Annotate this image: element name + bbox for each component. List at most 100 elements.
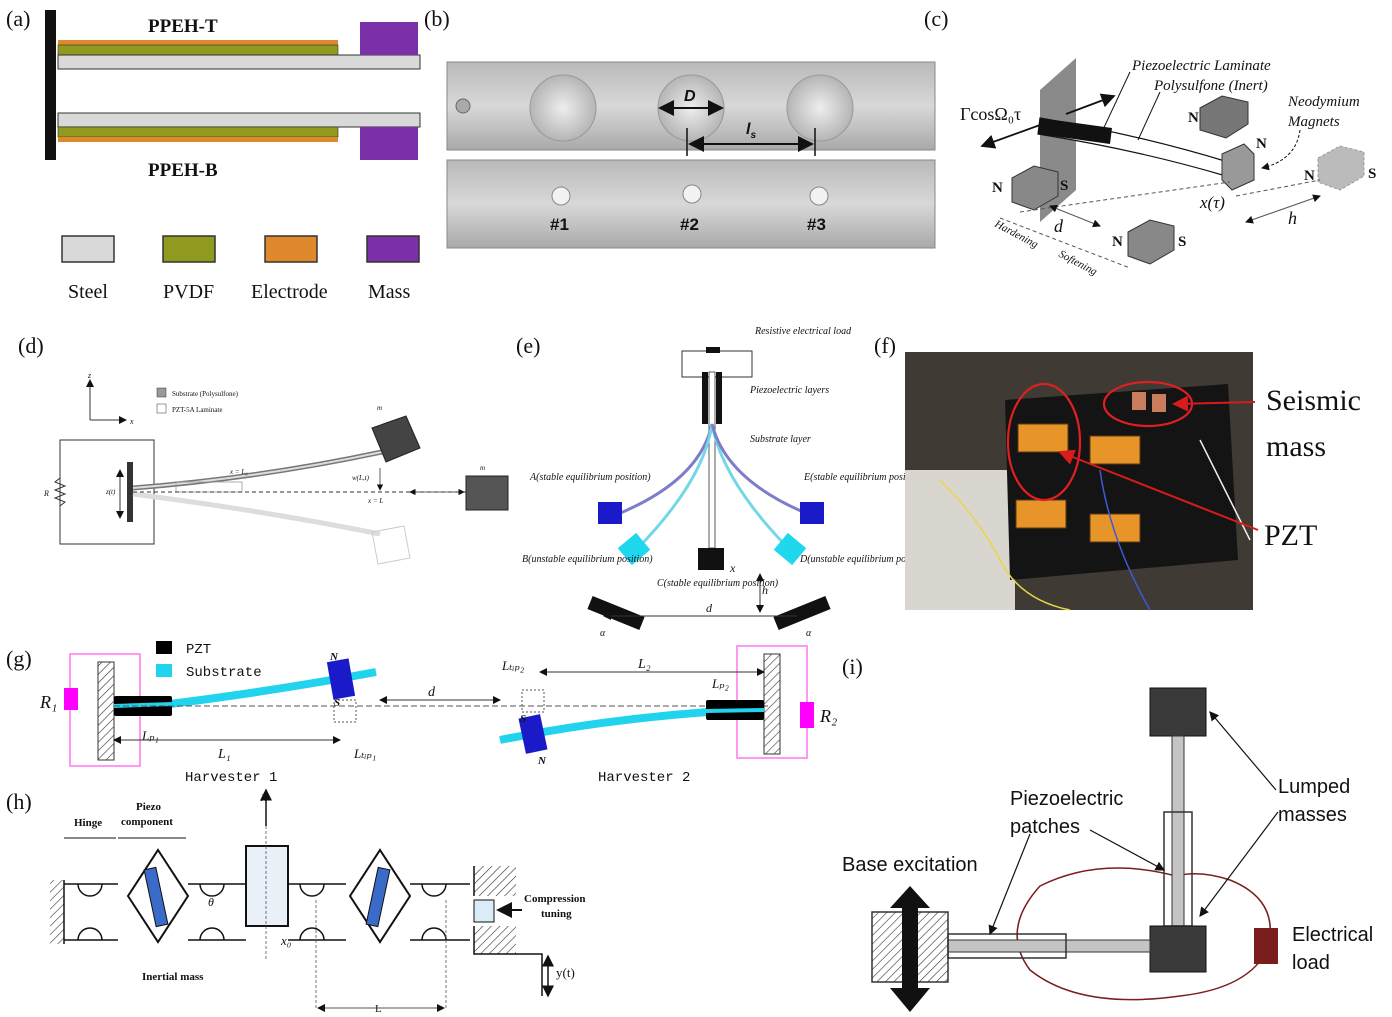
x-label-e: x [729,561,736,575]
hardening-line [999,217,1131,269]
load-wire [1016,867,1272,1001]
patch-arrow-1 [1089,829,1166,871]
load-resistor [706,347,720,353]
sensor-dot-2 [682,184,702,204]
resistor [53,477,67,507]
load-label-e: Resistive electrical load [754,326,852,337]
ltip1-label: Lₜᵢₚ₁ [353,746,376,761]
pos-b-label: B(unstable equilibrium position) [522,554,653,565]
panel-a: PPEH-T PPEH-B Steel PVDF Electrode Mass [45,10,421,303]
legend-label-mass: Mass [368,281,410,303]
force-arrow-right [1065,93,1116,115]
tip-magnet [1221,143,1255,191]
legend-pzt-g: PZT [186,642,211,658]
legend-swatch-substrate [156,387,167,398]
base-excitation-arrow-i [890,886,930,1012]
resistor-r2 [800,702,814,728]
piezo-layers-label: Piezoelectric layers [749,385,829,396]
force-arrow-left [980,124,1041,149]
plate-screw [455,98,471,114]
lumped-label-1: Lumped [1278,776,1350,798]
softening-label: Softening [1057,248,1100,278]
horizontal-beam [947,939,1151,953]
sensor-dot-3 [809,186,829,206]
pole-n-bottom: N [1112,234,1123,250]
magnet-right [1317,145,1365,191]
pole-n-tip: N [1256,136,1267,152]
electrical-load-box [1254,928,1278,964]
tip-mass-top [360,22,418,55]
d-label-g: d [428,685,436,700]
inertial-mass-label: Inertial mass [142,971,204,983]
support-top [474,866,516,896]
panel-b: D ls #1 #2 #3 [446,61,936,249]
theta-label: θ [208,895,214,909]
piezo-layer-right [716,372,722,424]
beam-deflected [132,449,383,491]
substrate-core-2 [705,708,765,713]
pzt-patch-2 [1089,435,1141,465]
pole-s-right: S [1368,166,1376,182]
h-arrow [1245,194,1321,224]
seismic-label-1: Seismic [1266,384,1361,417]
lumped-arrow-1 [1209,711,1277,791]
clamp-wall [45,10,56,160]
hinge-4 [421,883,447,941]
photo-wire-3 [1199,439,1251,541]
seismic-mass-1 [1132,392,1146,410]
diameter-label: D [684,88,696,105]
photo-wire-2 [1099,469,1151,611]
force-label: ΓcosΩ₀τ [960,104,1021,124]
w-label: w(L,t) [352,474,370,482]
pzt-patch-3 [1015,499,1067,529]
load-label-2: load [1292,952,1330,974]
y-label-h: y(t) [556,965,575,980]
panel-label-a: (a) [6,6,30,31]
spacing-label: ls [746,121,756,141]
fixed-mass-label: m [480,464,485,472]
panel-h: Hinge Piezo component x θ x₀ Inertial ma… [50,788,586,1015]
tip-ghost-1 [333,699,357,723]
panel-g: PZT Substrate R₁ N S L₁ Lₚ₁ Lₜᵢₚ₁ d Harv… [39,641,837,786]
d-arrow [1049,204,1101,228]
patch-arrow-2 [988,833,1031,936]
sensor-label-2: #2 [680,215,699,234]
pole-n-right: N [1304,168,1315,184]
tip-mass-ghost [371,525,411,565]
piezo-layer-left [702,372,708,424]
hinge-frame-3 [288,883,346,941]
pole-n-top: N [1188,110,1199,126]
l2-label: L₂ [637,657,651,672]
piezo-label-2: component [121,816,173,828]
tip-ghost-2 [521,689,545,713]
piezo-label-1: Piezo [136,801,162,813]
pzt-patch-1 [1017,423,1069,453]
ppeh-t-label: PPEH-T [148,16,218,37]
panel-label-f: (f) [874,333,896,358]
hinge-frame-2 [188,883,246,941]
hinge-3 [299,883,325,941]
pole-s-left: S [1060,178,1068,194]
panel-e: Resistive electrical load Piezoelectric … [522,326,932,639]
clamp-harvester-1 [97,661,115,761]
piezo-disc-3 [786,74,854,142]
d-label-e: d [706,601,713,615]
x-axis-label: x [260,790,268,805]
panel-label-d: (d) [18,333,44,358]
electrode-layer-bottom [58,137,338,142]
legend-swatch-pvdf [162,235,216,263]
h-label: h [1288,208,1297,228]
magnet-pos-b [617,532,651,566]
displacement-label: x(τ) [1199,193,1225,212]
panel-label-e: (e) [516,333,540,358]
pzt-label-f: PZT [1264,519,1317,552]
axis-z-label: z [87,371,92,380]
beam-laminate [1038,118,1112,144]
legend-swatch-electrode [264,235,318,263]
resistor-label: R [43,489,49,498]
ground-left [50,880,64,944]
pos-c-label: C(stable equilibrium position) [657,578,779,589]
beam-ghost [132,491,381,537]
